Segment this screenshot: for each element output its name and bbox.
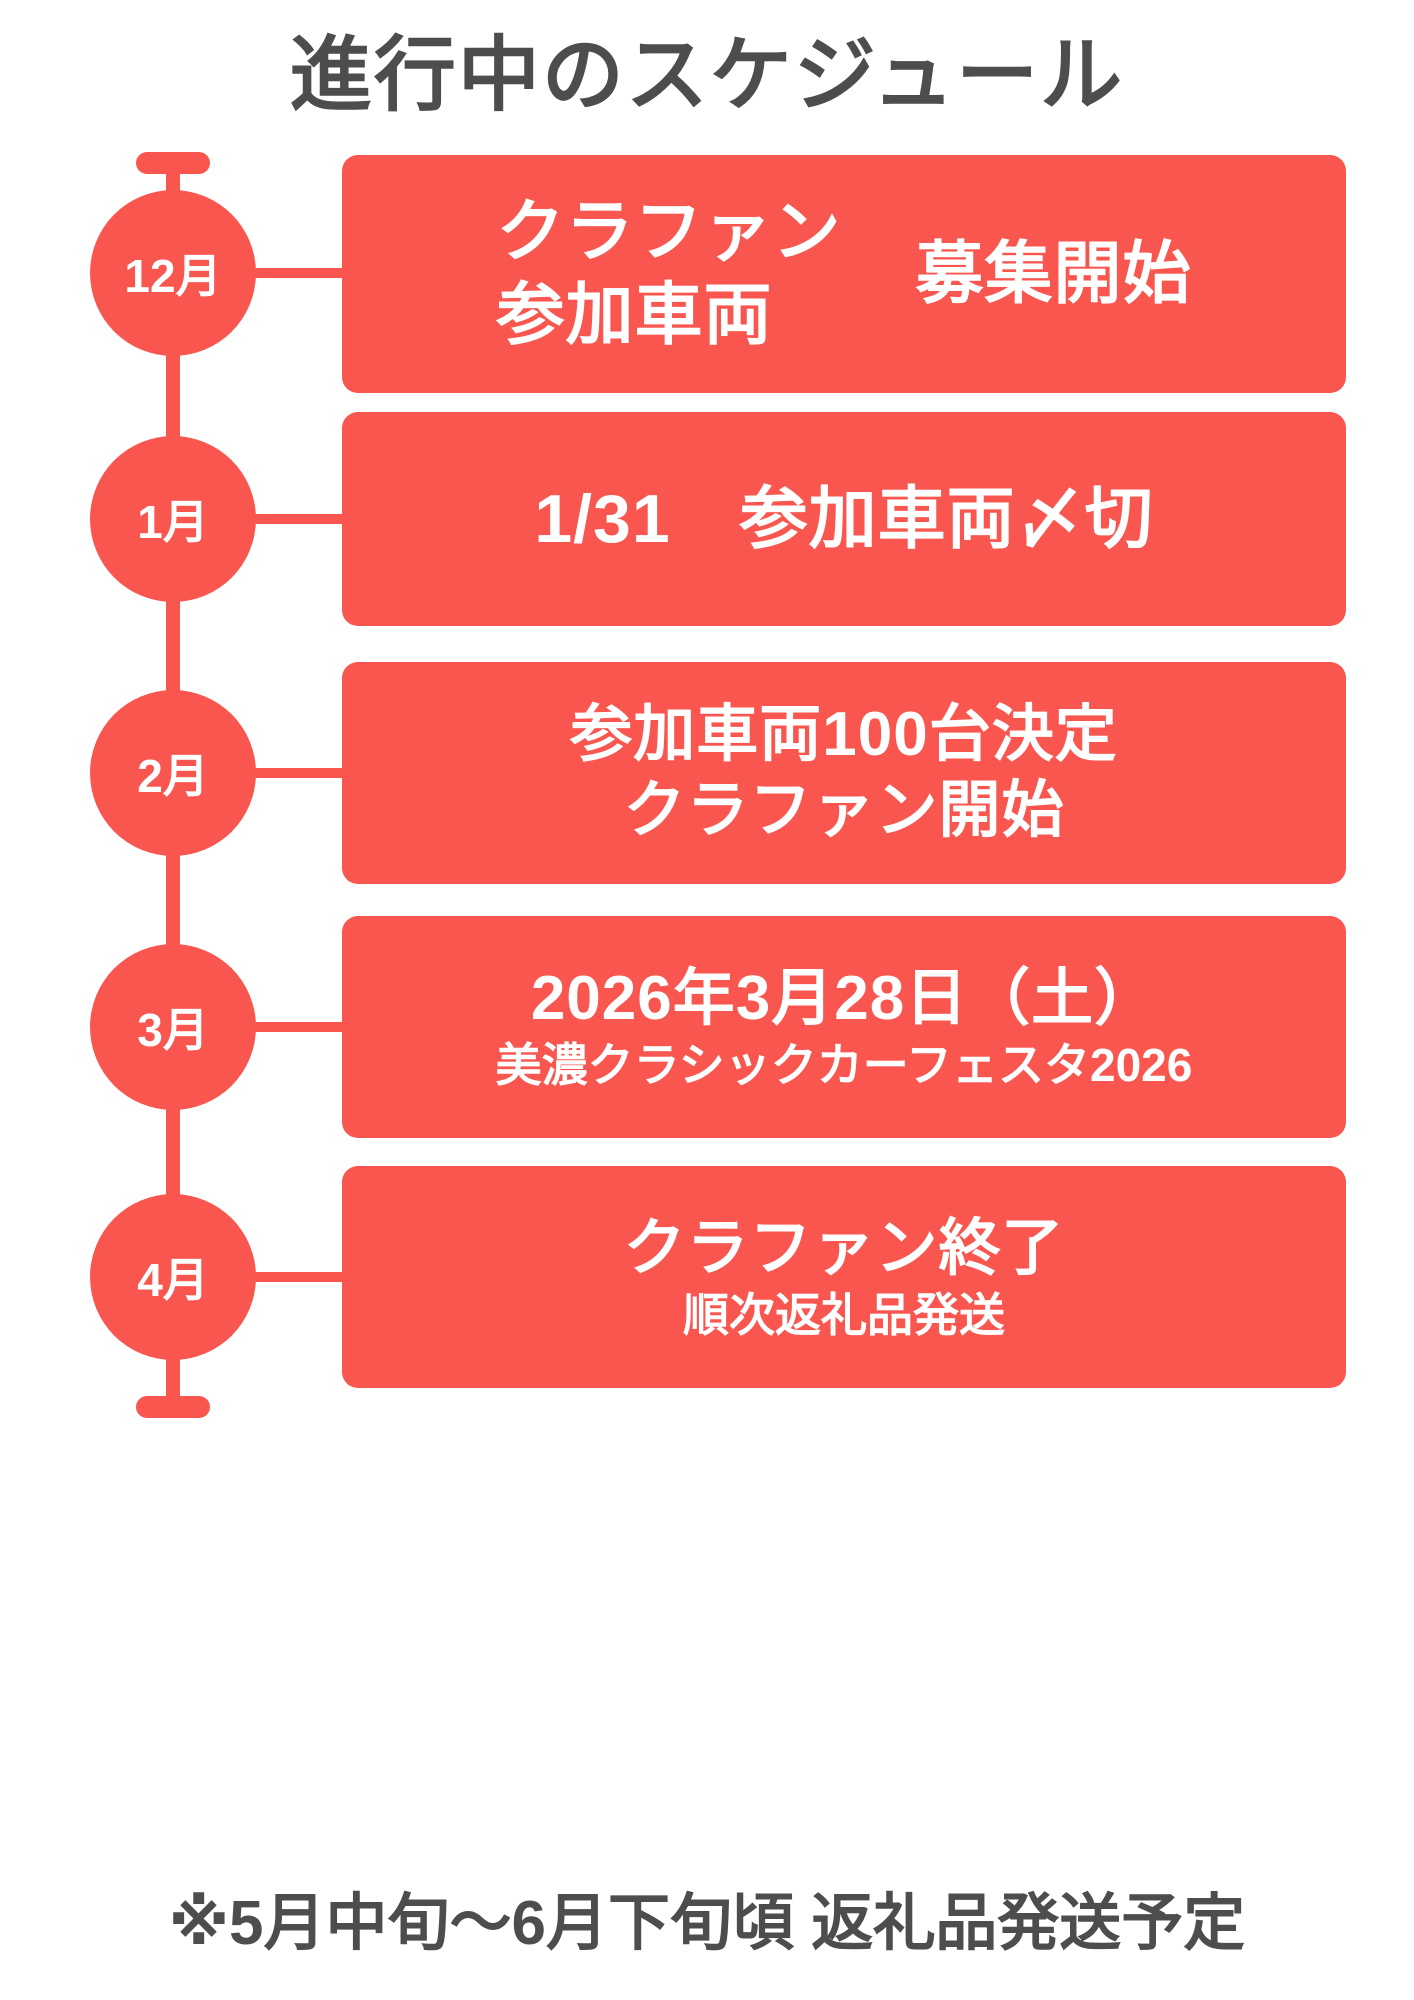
- timeline-month-node[interactable]: 4月: [90, 1194, 256, 1360]
- timeline-card-line: クラファン開始: [623, 776, 1065, 845]
- timeline-month-node[interactable]: 1月: [90, 436, 256, 602]
- timeline-card[interactable]: 2026年3月28日（土） 美濃クラシックカーフェスタ2026: [342, 916, 1346, 1138]
- timeline-card[interactable]: クラファン 参加車両 募集開始: [342, 155, 1346, 393]
- timeline-month-label: 12月: [124, 250, 222, 302]
- timeline-connector: [248, 1022, 348, 1032]
- timeline-card-line: クラファン終了: [623, 1214, 1065, 1284]
- timeline-rail-cap-bottom: [136, 1396, 210, 1418]
- timeline-card-line: 1/31 参加車両〆切: [534, 480, 1154, 557]
- timeline-card-line: 参加車両100台決定: [570, 700, 1118, 770]
- timeline-month-label: 4月: [137, 1254, 209, 1306]
- timeline-card-line: 美濃クラシックカーフェスタ2026: [495, 1038, 1193, 1091]
- timeline-card-line: クラファン: [496, 194, 842, 271]
- timeline-month-label: 2月: [137, 750, 209, 802]
- timeline-card[interactable]: クラファン終了 順次返礼品発送: [342, 1166, 1346, 1388]
- timeline-card-stack: クラファン 参加車両: [496, 191, 841, 357]
- timeline-month-label: 1月: [137, 496, 209, 548]
- timeline-month-node[interactable]: 12月: [90, 190, 256, 356]
- timeline-row: 4月 クラファン終了 順次返礼品発送: [0, 1166, 1414, 1388]
- page-title: 進行中のスケジュール: [289, 30, 1125, 121]
- timeline-card-split: クラファン 参加車両 募集開始: [366, 191, 1322, 357]
- timeline-row: 12月 クラファン 参加車両 募集開始: [0, 155, 1414, 393]
- timeline-month-label: 3月: [137, 1004, 209, 1056]
- timeline-month-node[interactable]: 3月: [90, 944, 256, 1110]
- timeline-card[interactable]: 1/31 参加車両〆切: [342, 412, 1346, 626]
- timeline-rail-cap-top: [136, 152, 210, 174]
- timeline-card-line: 順次返礼品発送: [683, 1288, 1005, 1341]
- timeline-month-node[interactable]: 2月: [90, 690, 256, 856]
- footnote: ※5月中旬〜6月下旬頃 返礼品発送予定: [168, 1889, 1246, 1958]
- timeline-card[interactable]: 参加車両100台決定 クラファン開始: [342, 662, 1346, 884]
- timeline-card-line: 募集開始: [915, 235, 1192, 312]
- timeline-connector: [248, 268, 348, 278]
- timeline-card-line: 2026年3月28日（土）: [530, 964, 1158, 1034]
- timeline-connector: [248, 1272, 348, 1282]
- timeline-row: 2月 参加車両100台決定 クラファン開始: [0, 662, 1414, 884]
- timeline-connector: [248, 768, 348, 778]
- timeline-row: 3月 2026年3月28日（土） 美濃クラシックカーフェスタ2026: [0, 916, 1414, 1138]
- timeline-card-line: 参加車両: [496, 277, 773, 353]
- timeline-connector: [248, 514, 348, 524]
- timeline-row: 1月 1/31 参加車両〆切: [0, 412, 1414, 626]
